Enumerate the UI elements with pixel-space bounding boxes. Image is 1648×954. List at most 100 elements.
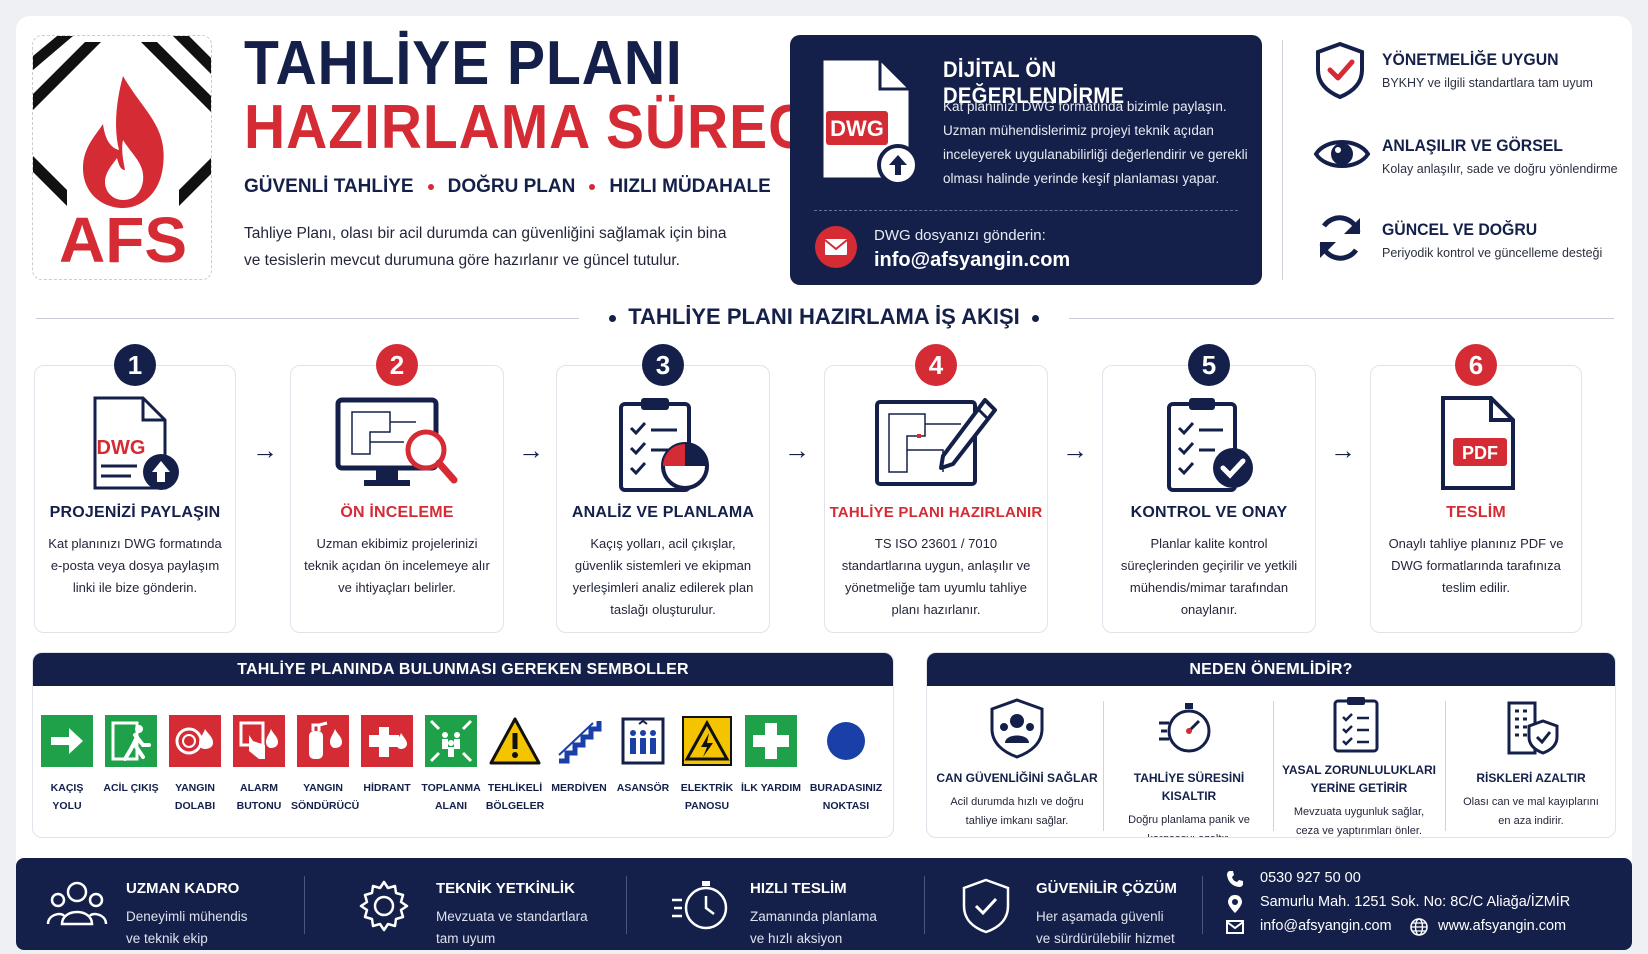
clipboard-list-icon bbox=[1333, 697, 1379, 753]
footer-divider bbox=[304, 876, 305, 934]
first-aid-icon bbox=[745, 715, 797, 767]
step-text: Onaylı tahliye planınız PDF ve DWG forma… bbox=[1388, 536, 1564, 595]
footer-website-link[interactable]: www.afsyangin.com bbox=[1438, 918, 1567, 934]
fire-hose-icon bbox=[169, 715, 221, 767]
workflow-step-2: 2 ÖN İNCELEME Uzman ekibimiz projelerini… bbox=[290, 344, 504, 633]
why-item-shorter-evacuation: TAHLİYE SÜRESİNİ KISALTIR Doğru planlama… bbox=[1128, 771, 1250, 837]
symbols-title: TAHLİYE PLANINDA BULUNMASI GEREKEN SEMBO… bbox=[33, 653, 893, 686]
feature-title: GÜNCEL VE DOĞRU bbox=[1382, 220, 1538, 239]
dashed-divider bbox=[814, 210, 1238, 211]
tag-correct-plan: DOĞRU PLAN bbox=[447, 176, 576, 197]
step-number: 3 bbox=[642, 344, 684, 386]
step-title: TESLİM bbox=[1446, 504, 1506, 521]
page-title-line-2: HAZIRLAMA SÜRECİ bbox=[244, 93, 827, 162]
arrow-right-icon: → bbox=[1062, 435, 1088, 465]
tag-separator bbox=[427, 184, 434, 190]
feature-subtitle: Periyodik kontrol ve güncelleme desteği bbox=[1382, 246, 1603, 260]
tag-separator bbox=[589, 184, 596, 190]
step-number: 6 bbox=[1455, 344, 1497, 386]
dwg-upload-icon: DWG bbox=[93, 396, 179, 490]
arrow-right-icon: → bbox=[1330, 435, 1356, 465]
shield-check-icon bbox=[962, 878, 1010, 934]
step-text: Kaçış yolları, acil çıkışlar, güvenlik s… bbox=[572, 536, 754, 617]
symbol-first-aid: İLK YARDIM bbox=[739, 715, 803, 797]
svg-text:AFS: AFS bbox=[59, 204, 187, 276]
send-dwg-label: DWG dosyanızı gönderin: bbox=[874, 227, 1046, 244]
envelope-icon bbox=[1226, 920, 1244, 934]
symbol-escape-route: KAÇIŞ YOLU bbox=[35, 715, 99, 815]
footer-email-link[interactable]: info@afsyangin.com bbox=[1260, 918, 1392, 934]
gear-icon bbox=[359, 880, 409, 932]
dwg-card-text: Kat planınızı DWG formatında bizimle pay… bbox=[943, 99, 1248, 186]
dwg-card-title: DİJİTAL ÖN DEĞERLENDİRME bbox=[943, 57, 1125, 108]
hydrant-icon bbox=[361, 715, 413, 767]
dwg-preassessment-card: DWG DİJİTAL ÖN DEĞERLENDİRME Kat planını… bbox=[790, 35, 1262, 285]
contact-email-link[interactable]: info@afsyangin.com bbox=[874, 249, 1071, 271]
step-text: TS ISO 23601 / 7010 standartlarına uygun… bbox=[841, 536, 1031, 617]
step-number: 1 bbox=[114, 344, 156, 386]
step-title: KONTROL VE ONAY bbox=[1130, 504, 1288, 521]
refresh-icon bbox=[1319, 215, 1361, 261]
footer-item-title: GÜVENİLİR ÇÖZÜM bbox=[1036, 880, 1177, 897]
symbol-emergency-exit: ACİL ÇIKIŞ bbox=[99, 715, 163, 797]
page-title-line-1: TAHLİYE PLANI bbox=[244, 29, 683, 98]
exit-arrow-icon bbox=[41, 715, 93, 767]
footer-item-title: UZMAN KADRO bbox=[126, 880, 240, 897]
location-pin-icon bbox=[1228, 895, 1242, 913]
step-text: Planlar kalite kontrol süreçlerinden geç… bbox=[1120, 536, 1298, 617]
workflow-title: TAHLİYE PLANI HAZIRLAMA İŞ AKIŞI bbox=[0, 304, 1648, 330]
footer-item-title: HIZLI TESLİM bbox=[750, 880, 847, 897]
fire-extinguisher-icon bbox=[297, 715, 349, 767]
workflow-step-1: 1 DWG PROJENİZİ PAYLAŞIN Kat planınızı D… bbox=[34, 344, 236, 633]
feature-clear-visual: ANLAŞILIR VE GÖRSEL Kolay anlaşılır, sad… bbox=[1312, 126, 1632, 186]
symbol-elevator: ASANSÖR bbox=[611, 715, 675, 797]
assembly-point-icon bbox=[425, 715, 477, 767]
step-title: ANALİZ VE PLANLAMA bbox=[571, 504, 755, 521]
svg-text:DWG: DWG bbox=[830, 116, 884, 141]
footer-divider bbox=[924, 876, 925, 934]
team-icon bbox=[46, 881, 108, 926]
footer-item-title: TEKNİK YETKİNLİK bbox=[436, 880, 575, 897]
step-title: ÖN İNCELEME bbox=[340, 504, 454, 521]
afs-logo: AFS bbox=[32, 35, 212, 280]
feature-title: ANLAŞILIR VE GÖRSEL bbox=[1382, 136, 1563, 155]
step-text: Uzman ekibimiz projelerinizi teknik açıd… bbox=[304, 536, 490, 595]
clipboard-chart-icon bbox=[619, 398, 709, 492]
arrow-right-icon: → bbox=[784, 435, 810, 465]
intro-text: Tahliye Planı, olası bir acil durumda ca… bbox=[244, 225, 727, 269]
why-important-panel: NEDEN ÖNEMLİDİR? CAN GÜVENLİĞİNİ SAĞLAR … bbox=[926, 652, 1616, 838]
shield-people-icon bbox=[990, 698, 1044, 759]
footer-phone[interactable]: 0530 927 50 00 bbox=[1260, 870, 1361, 886]
step-number: 2 bbox=[376, 344, 418, 386]
electric-hazard-icon bbox=[682, 716, 732, 766]
why-divider bbox=[1445, 701, 1446, 831]
feature-up-to-date: GÜNCEL VE DOĞRU Periyodik kontrol ve gün… bbox=[1312, 210, 1632, 270]
dwg-file-upload-icon: DWG bbox=[820, 57, 919, 185]
tag-fast-response: HIZLI MÜDAHALE bbox=[609, 176, 771, 197]
footer-address: Samurlu Mah. 1251 Sok. No: 8C/C Aliağa/İ… bbox=[1260, 894, 1571, 910]
step-title: TAHLİYE PLANI HAZIRLANIR bbox=[829, 504, 1043, 521]
stopwatch-icon bbox=[1159, 703, 1211, 753]
monitor-search-icon bbox=[335, 397, 458, 486]
why-divider bbox=[1103, 701, 1104, 831]
flame-logo-icon: AFS bbox=[33, 36, 211, 276]
step-number: 4 bbox=[915, 344, 957, 386]
symbol-hydrant: HİDRANT bbox=[355, 715, 419, 797]
arrow-right-icon: → bbox=[518, 435, 544, 465]
shield-check-icon bbox=[1316, 41, 1364, 100]
step-text: Kat planınızı DWG formatında e-posta vey… bbox=[48, 536, 222, 595]
footer-divider bbox=[1202, 876, 1203, 934]
mail-icon bbox=[815, 226, 857, 268]
you-are-here-dot-icon bbox=[827, 722, 865, 760]
workflow-step-5: 5 KONTROL VE ONAY Planlar kalite kontrol… bbox=[1102, 344, 1316, 633]
feature-title: YÖNETMELİĞE UYGUN bbox=[1382, 50, 1559, 69]
